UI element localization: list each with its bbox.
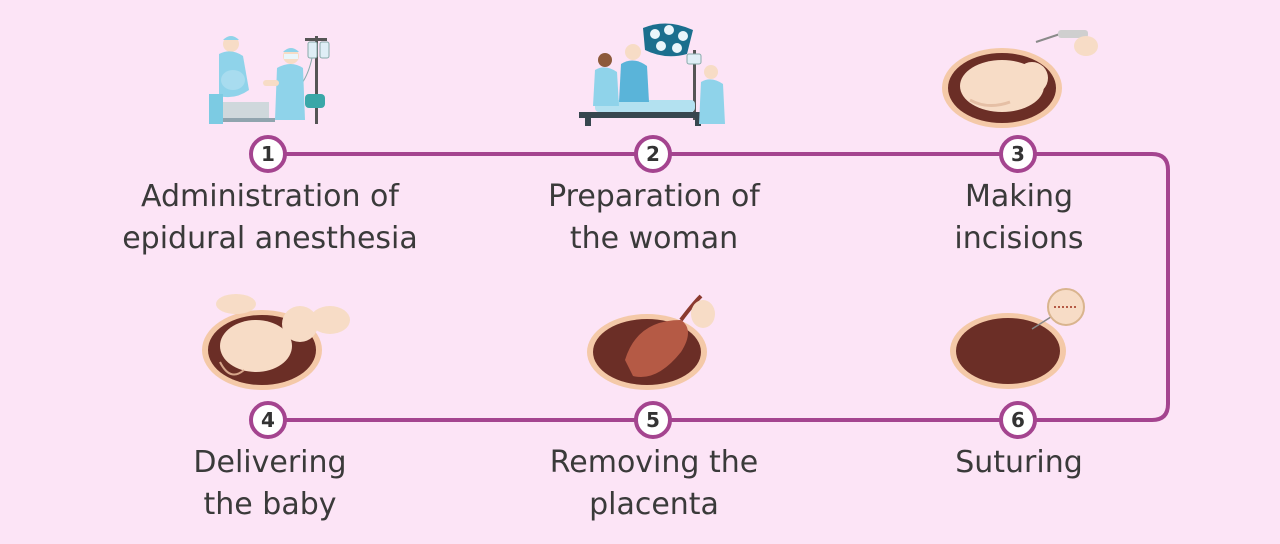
step-number-6: 6 — [999, 401, 1037, 439]
placenta-icon — [587, 294, 715, 390]
step-label-3-line1: Making — [964, 179, 1074, 214]
step-label-4-line2: the baby — [203, 487, 337, 522]
step-label-3-line2: incisions — [954, 221, 1084, 256]
step-label-4: Delivering the baby — [100, 442, 440, 526]
step-number-2: 2 — [634, 135, 672, 173]
step-label-5-line2: placenta — [589, 487, 719, 522]
suture-icon — [950, 288, 1085, 389]
step-label-2-line2: the woman — [569, 221, 739, 256]
step-number-5: 5 — [634, 401, 672, 439]
step-label-6: Suturing — [849, 442, 1189, 484]
step-label-2-line1: Preparation of — [548, 179, 760, 214]
step-label-1: Administration of epidural anesthesia — [100, 176, 440, 260]
step-label-1-line2: epidural anesthesia — [122, 221, 418, 256]
scalpel-incision-icon — [942, 30, 1098, 128]
operating-room-icon — [579, 23, 725, 126]
step-number-1: 1 — [249, 135, 287, 173]
step-label-4-line1: Delivering — [193, 445, 347, 480]
epidural-icon — [209, 36, 330, 124]
baby-delivery-icon — [202, 294, 350, 390]
step-label-2: Preparation of the woman — [484, 176, 824, 260]
step-number-4: 4 — [249, 401, 287, 439]
step-label-1-line1: Administration of — [141, 179, 399, 214]
step-label-5-line1: Removing the — [549, 445, 759, 480]
step-number-3: 3 — [999, 135, 1037, 173]
step-label-3: Making incisions — [849, 176, 1189, 260]
step-label-5: Removing the placenta — [484, 442, 824, 526]
step-label-6-line1: Suturing — [955, 445, 1083, 480]
